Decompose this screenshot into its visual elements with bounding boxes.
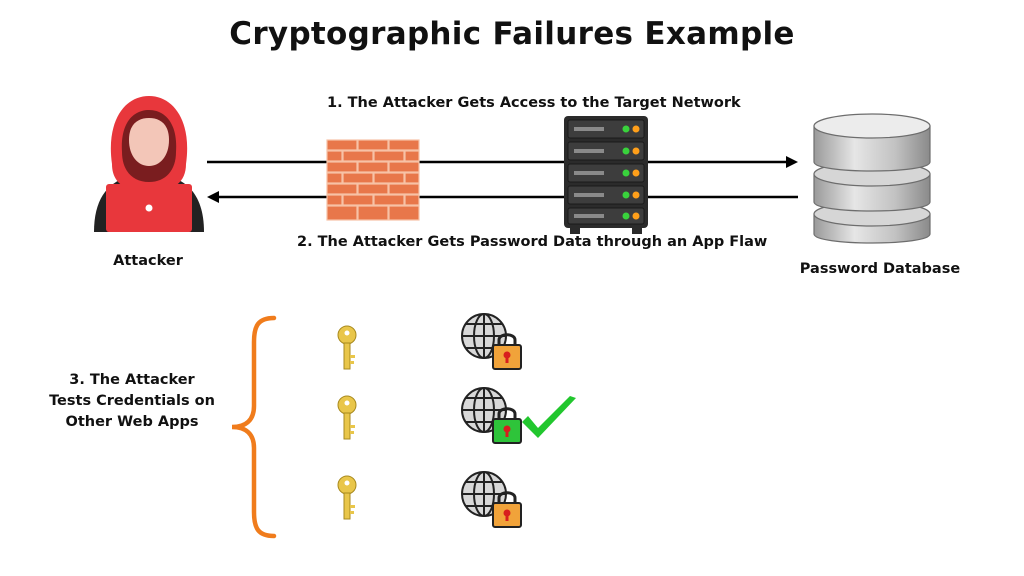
key-icon: [337, 475, 357, 520]
checkmark-icon: [522, 396, 576, 438]
globe-lock-icon: [461, 387, 522, 444]
curly-brace: [231, 315, 277, 539]
step-2-label: 2. The Attacker Gets Password Data throu…: [297, 234, 768, 250]
step-3-line-1: 3. The Attacker: [69, 372, 195, 388]
response-arrow: [207, 191, 798, 203]
database-label: Password Database: [799, 261, 961, 277]
request-arrow: [207, 156, 798, 168]
globe-lock-icon: [461, 471, 522, 528]
key-icon: [337, 325, 357, 370]
diagram-title: Cryptographic Failures Example: [229, 16, 795, 52]
attacker-label: Attacker: [113, 253, 183, 269]
database-icon: [813, 113, 931, 244]
step-3-label: 3. The Attacker Tests Credentials on Oth…: [38, 370, 226, 433]
firewall-icon: [326, 139, 420, 221]
hacker-icon: [94, 96, 204, 232]
key-icon: [337, 395, 357, 440]
step-1-label: 1. The Attacker Gets Access to the Targe…: [327, 95, 741, 111]
globe-lock-icon: [461, 313, 522, 370]
step-3-line-3: Other Web Apps: [65, 414, 199, 430]
server-icon: [564, 116, 648, 234]
step-3-line-2: Tests Credentials on: [49, 393, 215, 409]
